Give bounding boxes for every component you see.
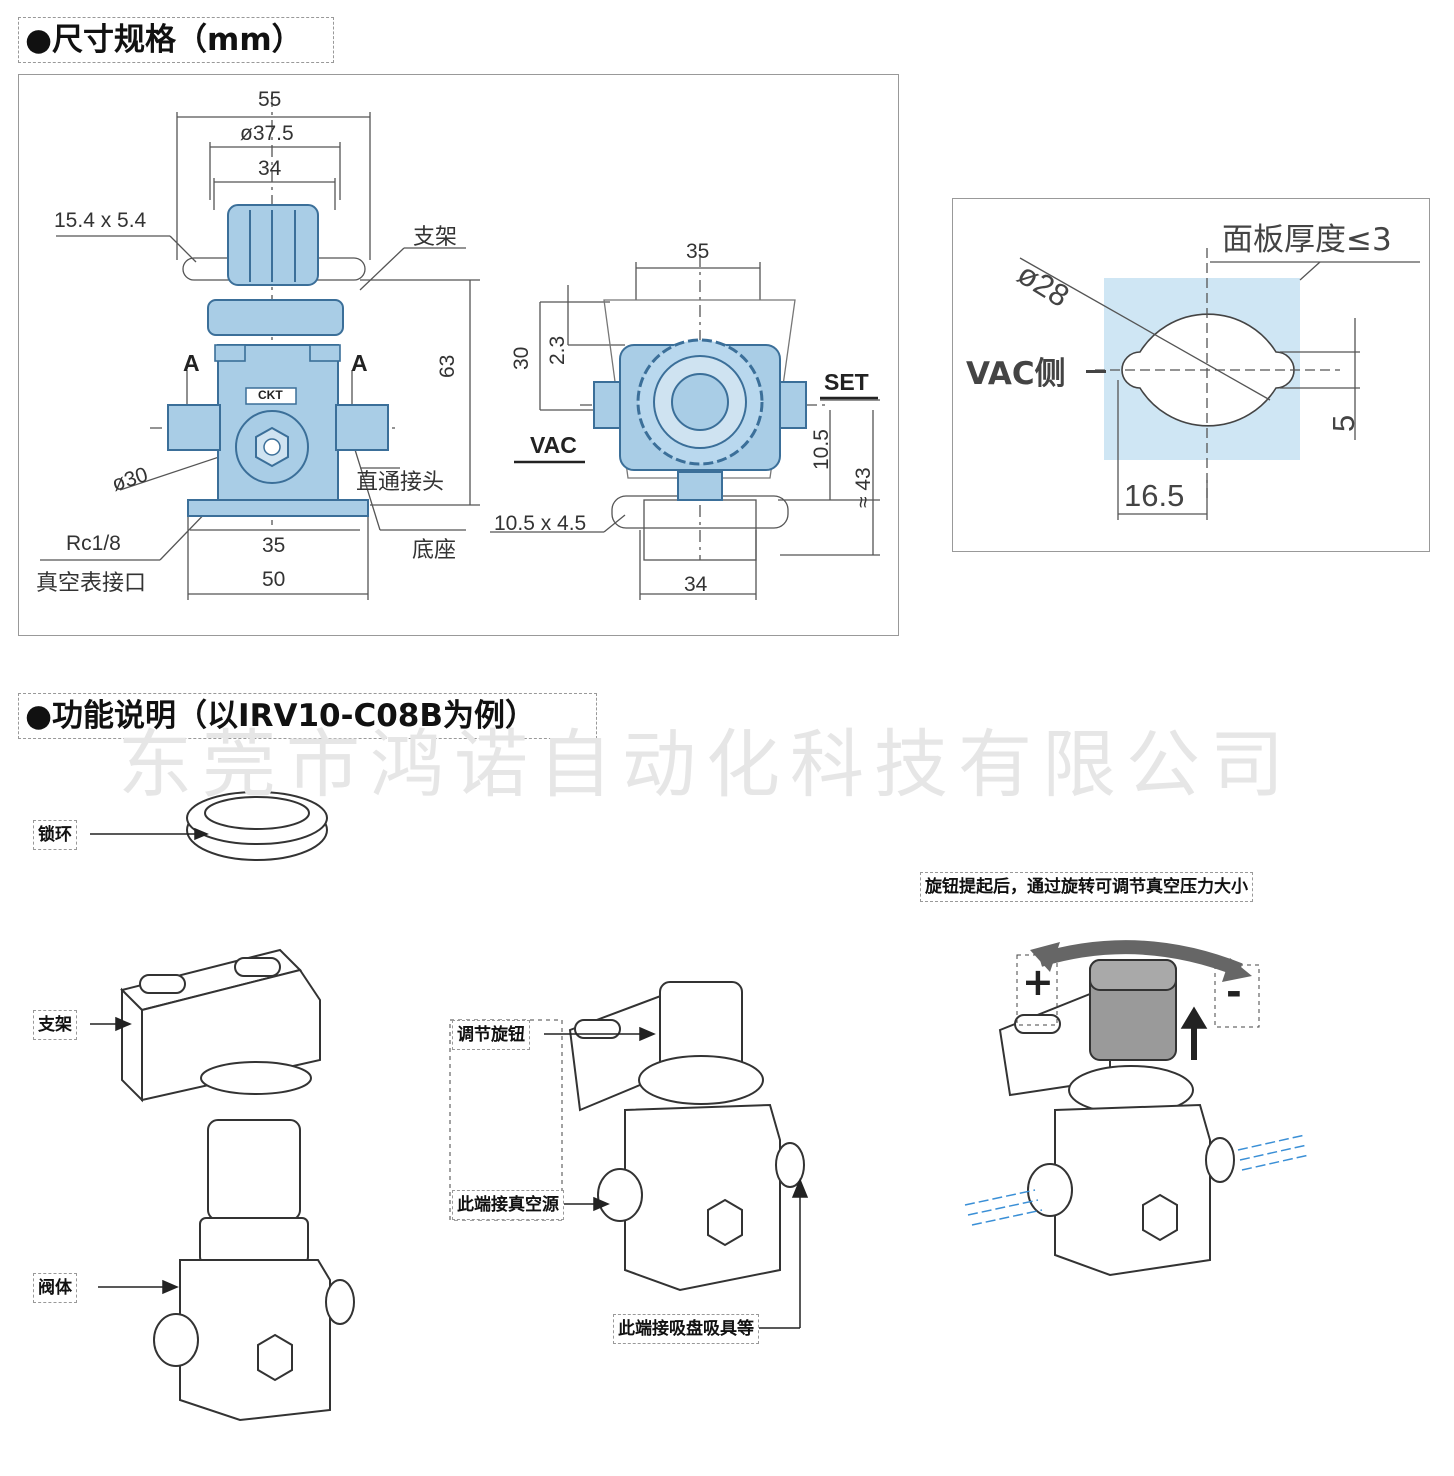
dim-slot-15-4: 15.4 x 5.4 (54, 209, 147, 232)
label-panel-thickness: 面板厚度≤3 (1222, 222, 1392, 258)
dim-side-34: 34 (684, 573, 708, 596)
minus-sign: - (1226, 970, 1242, 1014)
dim-63: 63 (436, 354, 459, 378)
section-title-dimensions: ●尺寸规格（mm） (18, 17, 334, 63)
callout-suction-side: 此端接吸盘吸具等 (613, 1314, 759, 1344)
callout-instruction: 旋钮提起后，通过旋转可调节真空压力大小 (920, 872, 1253, 902)
label-base: 底座 (412, 538, 457, 563)
section-title-function: ●功能说明（以IRV10-C08B为例） (18, 693, 597, 739)
dim-side-slot: 10.5 x 4.5 (494, 512, 587, 535)
function-illustrations (120, 791, 1235, 1422)
flow-lines (964, 1134, 1310, 1226)
label-straight-connector: 直通接头 (356, 470, 445, 495)
label-a-left: A (183, 350, 200, 376)
panel-cutout-drawing (1019, 248, 1420, 520)
brand-ckt: CKT (258, 388, 283, 402)
callout-vacuum-source: 此端接真空源 (452, 1190, 564, 1220)
callout-lock-ring: 锁环 (33, 820, 77, 850)
callout-arrows (90, 827, 1208, 1329)
label-bracket: 支架 (413, 225, 458, 250)
callout-valve-body: 阀体 (33, 1273, 77, 1303)
dim-55: 55 (258, 88, 282, 111)
dim-34-top: 34 (258, 157, 282, 180)
dim-50: 50 (262, 568, 286, 591)
label-vac: VAC (530, 432, 577, 458)
dim-35: 35 (262, 534, 286, 557)
label-vac-side: VAC侧 (966, 356, 1066, 392)
dim-panel-16-5: 16.5 (1124, 478, 1185, 513)
callout-adjust-knob: 调节旋钮 (452, 1020, 530, 1050)
label-rc-1-8: Rc1/8 (66, 532, 121, 555)
callout-bracket: 支架 (33, 1010, 77, 1040)
plus-sign: + (1022, 960, 1054, 1004)
dim-side-35: 35 (686, 240, 710, 263)
dim-side-43: ≈ 43 (852, 467, 875, 508)
label-gauge-port: 真空表接口 (36, 571, 147, 596)
vac-side-dash (1086, 370, 1106, 373)
company-watermark: 东莞市鸿诺自动化科技有限公司 (118, 722, 1294, 808)
dim-panel-5: 5 (1326, 414, 1361, 432)
dim-dia-37-5: ø37.5 (240, 122, 294, 145)
dim-side-10-5: 10.5 (810, 429, 833, 470)
label-a-right: A (351, 350, 368, 376)
dim-side-30: 30 (510, 346, 533, 370)
dim-side-2-3: 2.3 (546, 335, 569, 365)
label-set: SET (824, 369, 869, 395)
front-view-parts (167, 204, 389, 517)
side-view-parts (593, 338, 807, 501)
